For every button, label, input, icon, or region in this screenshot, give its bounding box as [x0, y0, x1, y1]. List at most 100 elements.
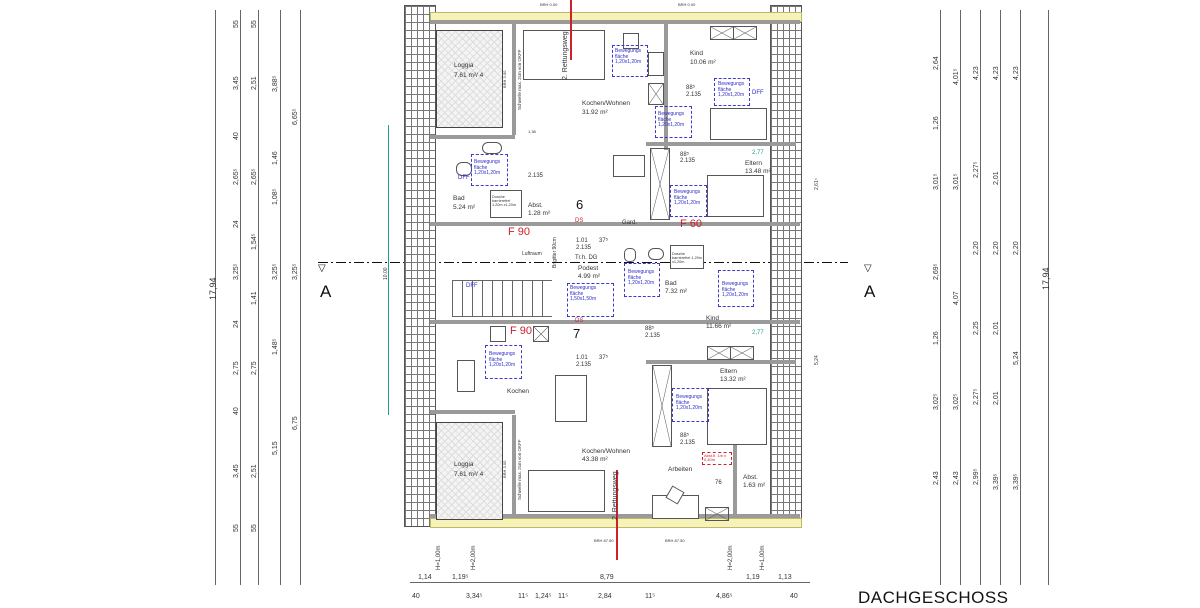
dim-text: 4,01⁵: [953, 68, 960, 85]
dim-text: 2,75: [251, 361, 258, 375]
door-dim: 88⁵: [680, 433, 690, 439]
movement-area: [485, 345, 522, 379]
dim-text: 4,23: [993, 66, 1000, 80]
dim-text: 4,23: [1013, 66, 1020, 80]
room-name: Tr.h. DG: [575, 255, 598, 261]
center-dim-text: 10.00: [383, 267, 389, 280]
room-area: 43.38 m²: [582, 456, 608, 463]
height-label: H=1,00m: [760, 545, 766, 570]
dim-text: 2,75: [233, 361, 240, 375]
movement-area-text: Bewegungs fläche 1,20x1,20m: [676, 394, 703, 411]
door-dim: 88⁵: [686, 85, 696, 91]
dim-text: 40: [790, 593, 798, 600]
stove: [648, 52, 664, 76]
room-name: Kind: [690, 50, 704, 57]
dim-text: 2,01: [993, 171, 1000, 185]
washbasin: [482, 142, 502, 154]
door-dim: 2.135: [680, 158, 696, 164]
room-area: 11.66 m²: [706, 323, 732, 330]
fridge: [457, 360, 475, 392]
dim-text: 8,79: [600, 574, 614, 581]
dim-text: 3,02⁵: [933, 393, 940, 410]
dim-text: 24: [233, 320, 240, 328]
dim-text: 1,41: [251, 291, 258, 305]
section-arrow-icon: ▽: [318, 263, 326, 274]
height-label: H=2,00m: [728, 545, 734, 570]
abst-note: Abst.fl. 1m x 0,40m: [702, 452, 732, 465]
dim-text: 5,15: [272, 441, 279, 455]
door-dim: 37⁵: [599, 355, 609, 361]
dim-text: 2,77: [752, 150, 764, 156]
ds-label: DS: [575, 218, 584, 224]
dim-text: 2,77: [752, 330, 764, 336]
fire-rating: F 90: [510, 325, 533, 337]
threshold-label: Schwelle max. 2cm von OKFF: [517, 49, 522, 110]
dim-text: 6,65⁵: [292, 108, 299, 125]
roof-tiles-right: [770, 5, 802, 527]
movement-area: [624, 263, 660, 297]
dim-text: 2,43: [953, 471, 960, 485]
door-dim: 88⁵: [645, 326, 655, 332]
movement-area: [714, 78, 750, 106]
dim-text: 1,14: [418, 574, 432, 581]
dim-text: 11⁵: [518, 593, 529, 600]
room-area: 4.99 m²: [578, 273, 601, 280]
dim-text: 2,51: [251, 464, 258, 478]
dim-text: 2,69⁵: [933, 263, 940, 280]
overall-height-dim: 17,94: [1041, 267, 1051, 290]
room-area: 1.28 m²: [528, 210, 551, 217]
bad-wall: [430, 135, 515, 139]
room-area: 31.92 m²: [582, 109, 608, 116]
movement-area-text: Bewegungs fläche 1,20x1,20m: [658, 111, 685, 128]
room-name: Kochen/Wohnen: [582, 100, 630, 107]
wardrobe: [710, 26, 734, 40]
eltern2-wall: [646, 360, 796, 364]
dim-line: [240, 10, 241, 585]
room-name: Arbeiten: [668, 466, 693, 473]
section-marker-right: A: [864, 282, 876, 301]
shaft: [705, 507, 729, 521]
dim-text: 2,01: [993, 391, 1000, 405]
wardrobe-tall: [652, 365, 672, 447]
dim-text: 2,25: [973, 321, 980, 335]
bed: [707, 388, 767, 445]
shaft: [533, 326, 549, 342]
dim-text: 3,01⁵: [933, 173, 940, 190]
dim-line: [215, 10, 216, 585]
dim-text: 55: [251, 524, 258, 532]
sill-label: BRH 87.50: [594, 538, 614, 543]
dim-text: 2,51: [251, 76, 258, 90]
dim-line: [258, 10, 259, 585]
movement-area-text: Bewegungs fläche 1,20x1,20m: [615, 48, 642, 65]
toilet: [624, 248, 636, 262]
wardrobe: [707, 346, 731, 360]
movement-area-text: Bewegungs fläche 1,20x1,20m: [628, 269, 655, 286]
room-name: Abst.: [528, 202, 543, 209]
dim-text: 3,25⁵: [292, 263, 299, 280]
loggia-bottom: [436, 422, 503, 520]
dff-label: DFF: [752, 90, 764, 96]
dim-text: 55: [251, 20, 258, 28]
dim-line: [300, 10, 301, 585]
dim-text: 3,01⁵: [953, 173, 960, 190]
dim-text: 11⁵: [558, 593, 569, 600]
shower: [670, 245, 704, 269]
room-name: Loggia: [454, 62, 474, 69]
dim-text: 1,48⁵: [272, 338, 279, 355]
room-name: Eltern: [720, 368, 737, 375]
dim-text: 2,65⁵: [251, 168, 258, 185]
brh-label: BRH 3.00: [502, 70, 507, 88]
height-label: H=1,00m: [436, 545, 442, 570]
dim-text: 5,24: [1013, 351, 1020, 365]
room-name: Kind: [706, 315, 720, 322]
movement-area: [471, 154, 508, 186]
movement-area-text: Bewegungs fläche 1,20x1,20m: [718, 81, 745, 98]
kochen-wall: [430, 410, 515, 414]
dim-line: [1020, 10, 1021, 585]
dim-text: 40: [233, 407, 240, 415]
dim-text: 55: [233, 20, 240, 28]
shower-text: Dusche barrierefrei 1,20m x1,20m: [672, 252, 702, 265]
dim-text: 6,75: [292, 416, 299, 430]
movement-area: [655, 106, 692, 138]
door-dim: 2.135: [686, 92, 702, 98]
